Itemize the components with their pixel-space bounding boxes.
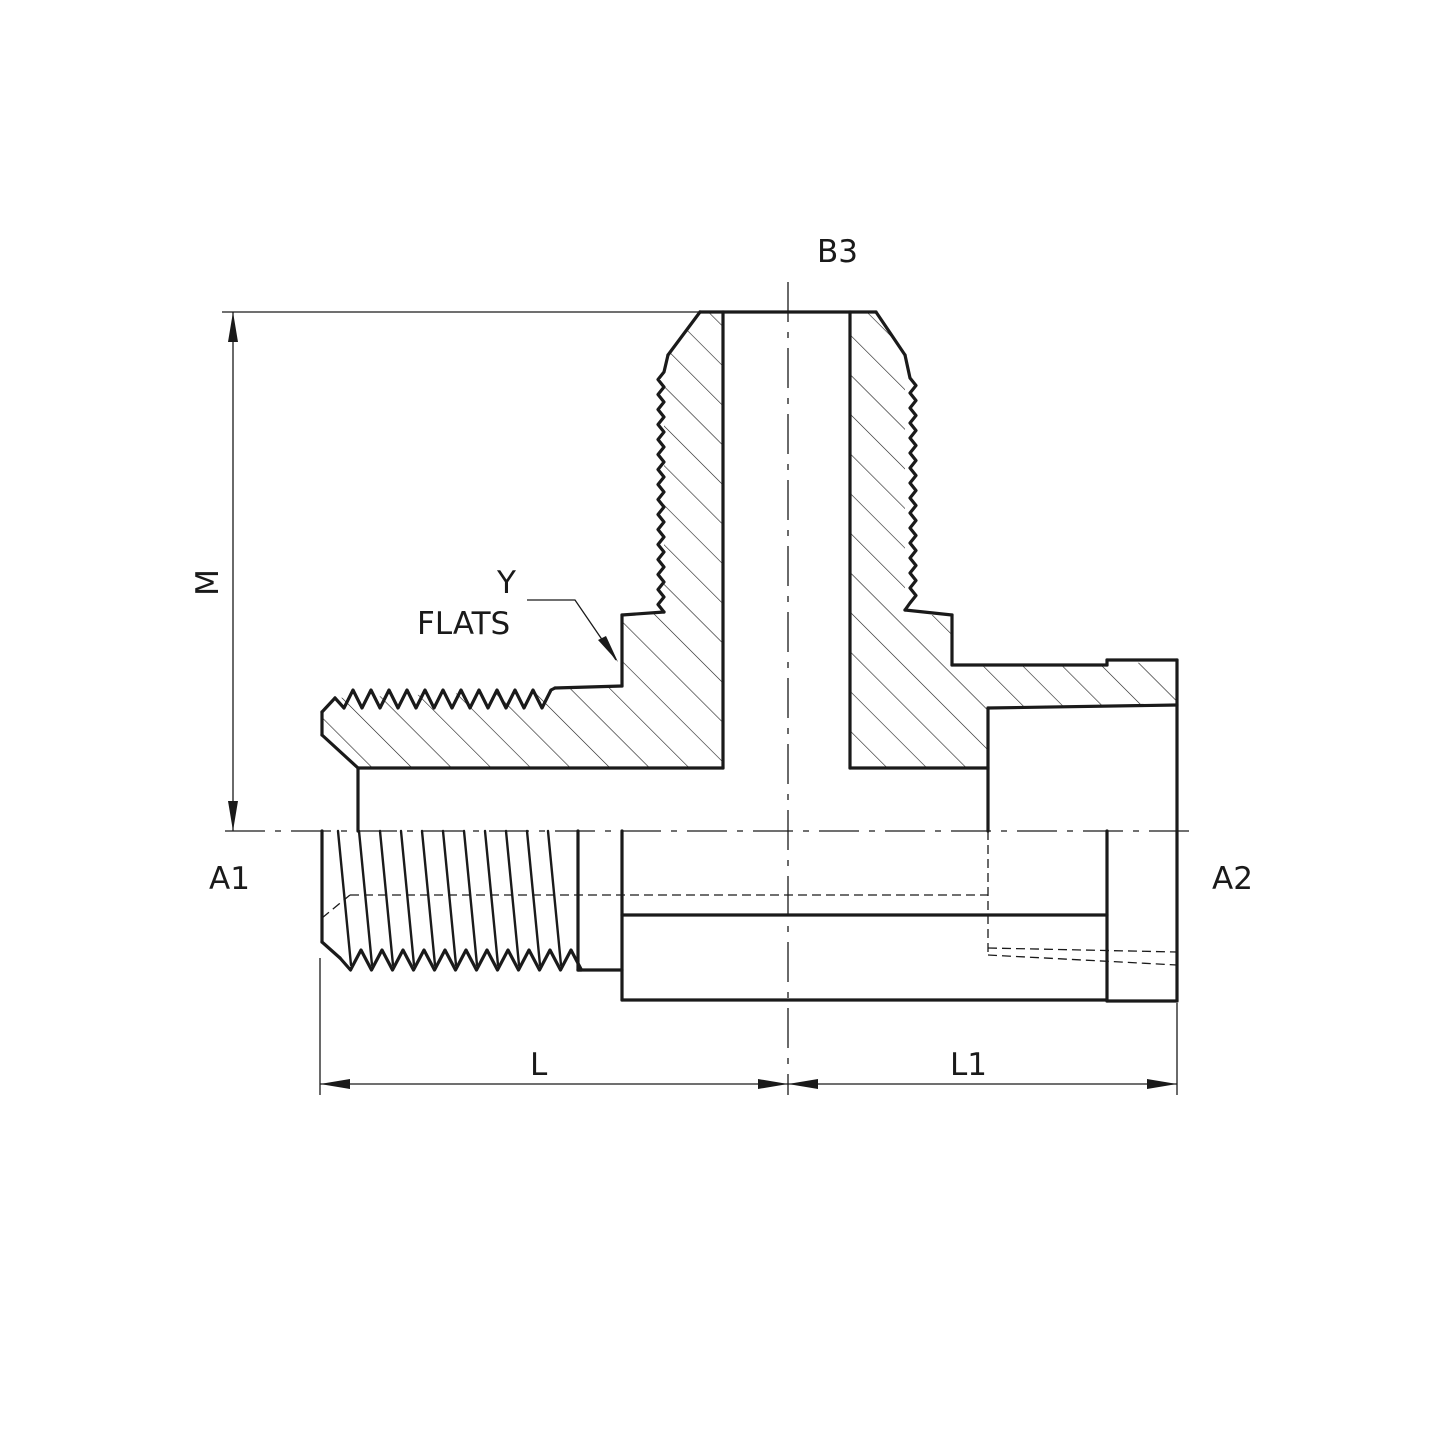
hidden-lines (321, 831, 1178, 966)
port-label-a1: A1 (209, 861, 250, 897)
left-arm-outline (320, 610, 725, 833)
flats-label-y: Y (497, 565, 516, 601)
top-stem-outline (656, 310, 918, 770)
section-right-wall (850, 312, 1177, 768)
dimension-m (222, 311, 700, 831)
flats-label-text: FLATS (417, 606, 511, 642)
port-label-b3: B3 (817, 234, 858, 270)
dimension-label-l1: L1 (950, 1047, 987, 1083)
dimension-label-m: M (189, 569, 226, 596)
lower-half-outline (320, 829, 1179, 1003)
port-label-a2: A2 (1212, 861, 1253, 897)
flats-leader (527, 599, 618, 662)
dimension-l-l1 (319, 958, 1178, 1095)
right-arm-outline (848, 608, 1179, 1003)
dimension-label-l: L (530, 1047, 548, 1083)
